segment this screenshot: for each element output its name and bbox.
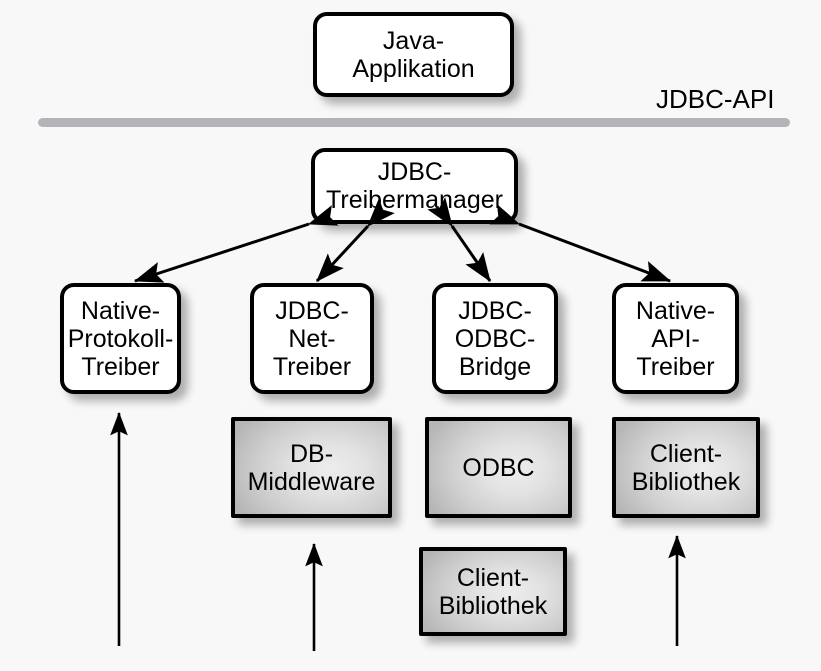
jdbc-api-label: JDBC-API xyxy=(656,84,775,114)
node-client-bibliothek-center: Client- Bibliothek xyxy=(419,547,567,636)
node-db-middleware: DB- Middleware xyxy=(231,417,392,518)
node-java-application: Java- Applikation xyxy=(313,12,514,97)
connector-manager-driver-4 xyxy=(489,204,672,283)
node-jdbc-net-treiber: JDBC- Net- Treiber xyxy=(250,283,374,394)
connector-manager-driver-1 xyxy=(133,205,339,283)
node-jdbc-treibermanager: JDBC- Treibermanager xyxy=(311,148,518,224)
node-native-api-treiber: Native- API- Treiber xyxy=(612,283,739,394)
connector-manager-driver-2 xyxy=(315,198,395,283)
node-client-bibliothek-right: Client- Bibliothek xyxy=(612,417,760,518)
node-native-protokoll-treiber: Native- Protokoll- Treiber xyxy=(60,283,181,394)
connector-manager-driver-3 xyxy=(427,197,492,282)
node-jdbc-odbc-bridge: JDBC- ODBC- Bridge xyxy=(432,283,558,394)
node-odbc: ODBC xyxy=(425,417,572,518)
jdbc-api-bar xyxy=(38,118,790,127)
